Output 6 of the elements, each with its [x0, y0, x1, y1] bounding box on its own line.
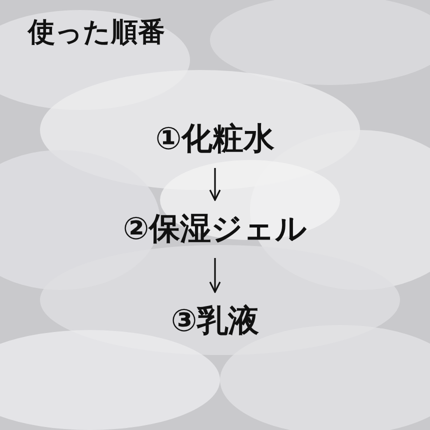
- step-label: ②保湿ジェル: [122, 210, 308, 249]
- arrow: [209, 168, 221, 201]
- step-label: ①化粧水: [155, 120, 275, 159]
- title: 使った順番: [28, 16, 165, 50]
- step-label: ③乳液: [170, 302, 260, 341]
- arrow: [209, 258, 221, 293]
